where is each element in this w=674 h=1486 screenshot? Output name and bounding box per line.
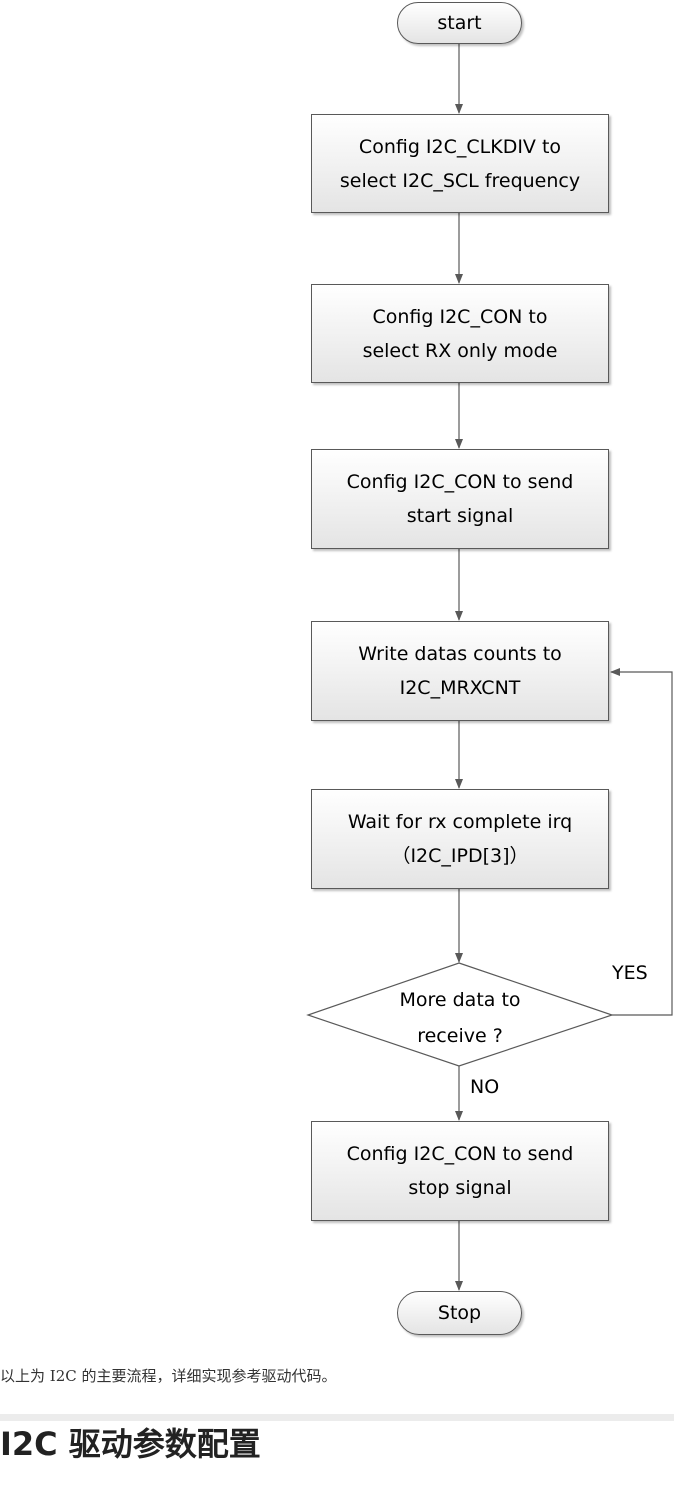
section-heading: I2C 驱动参数配置 — [0, 1425, 261, 1463]
section-divider — [0, 1414, 674, 1421]
yes-loop-arrow — [610, 668, 673, 1016]
step-wait-rx-complete: Wait for rx complete irq （I2C_IPD[3]） — [311, 789, 609, 889]
yes-label: YES — [612, 962, 648, 984]
start-terminal: start — [397, 2, 522, 44]
step-write-data-counts: Write datas counts to I2C_MRXCNT — [311, 621, 609, 721]
step-config-clkdiv: Config I2C_CLKDIV to select I2C_SCL freq… — [311, 114, 609, 213]
stop-terminal: Stop — [397, 1291, 522, 1335]
decision-diamond — [306, 962, 614, 1067]
step-send-start-signal: Config I2C_CON to send start signal — [311, 449, 609, 549]
flowchart-caption: 以上为 I2C 的主要流程，详细实现参考驱动代码。 — [0, 1367, 337, 1385]
no-label: NO — [470, 1076, 500, 1098]
flowchart-connectors — [306, 43, 673, 1291]
decision-label: More data to receive ? — [399, 989, 521, 1047]
step-send-stop-signal: Config I2C_CON to send stop signal — [311, 1121, 609, 1221]
step-config-rx-only-mode: Config I2C_CON to select RX only mode — [311, 284, 609, 383]
